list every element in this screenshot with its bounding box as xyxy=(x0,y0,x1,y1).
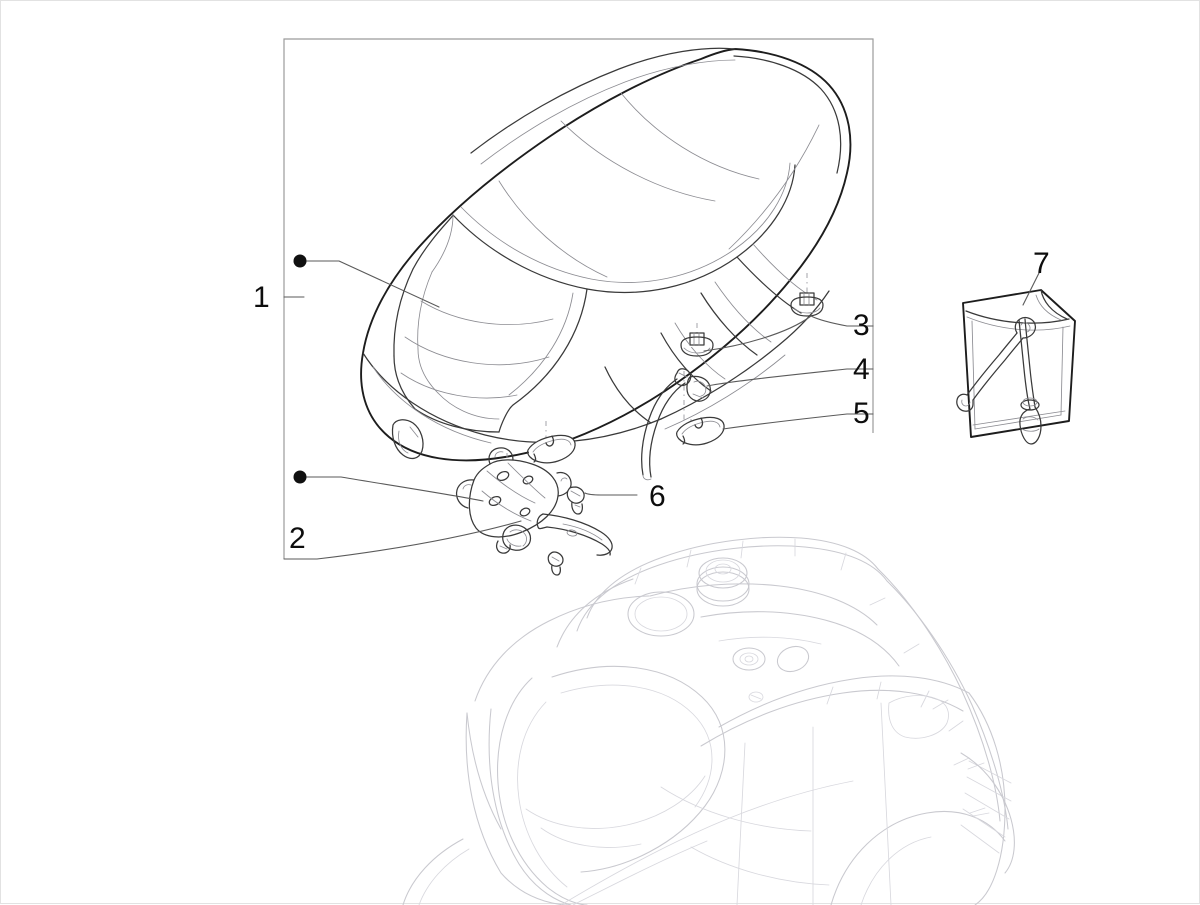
callout-bracket-frame xyxy=(283,38,874,559)
scooter-body-ghost xyxy=(402,536,1015,905)
rubber-buffer-lower xyxy=(680,332,714,357)
callout-label-3[interactable]: 3 xyxy=(853,309,870,342)
screw-part xyxy=(566,486,585,515)
callout-bullet-1 xyxy=(293,254,307,268)
rubber-buffer-upper xyxy=(790,292,824,317)
rubber-pad-right xyxy=(675,416,725,446)
leader-lines xyxy=(283,254,1040,560)
saddle-lock-assembly xyxy=(455,447,613,576)
saddle-part xyxy=(360,47,852,462)
assembly-axis-lines xyxy=(506,273,808,499)
callout-bullet-2 xyxy=(293,470,307,484)
callout-label-1[interactable]: 1 xyxy=(253,281,270,314)
callout-label-7[interactable]: 7 xyxy=(1033,247,1050,280)
rubber-pad-left xyxy=(526,434,576,464)
callout-label-4[interactable]: 4 xyxy=(853,353,870,386)
seat-strap-hinge xyxy=(641,368,711,481)
callout-label-2[interactable]: 2 xyxy=(289,522,306,555)
callout-label-6[interactable]: 6 xyxy=(649,480,666,513)
tool-kit-bag xyxy=(956,289,1076,445)
callout-label-5[interactable]: 5 xyxy=(853,397,870,430)
